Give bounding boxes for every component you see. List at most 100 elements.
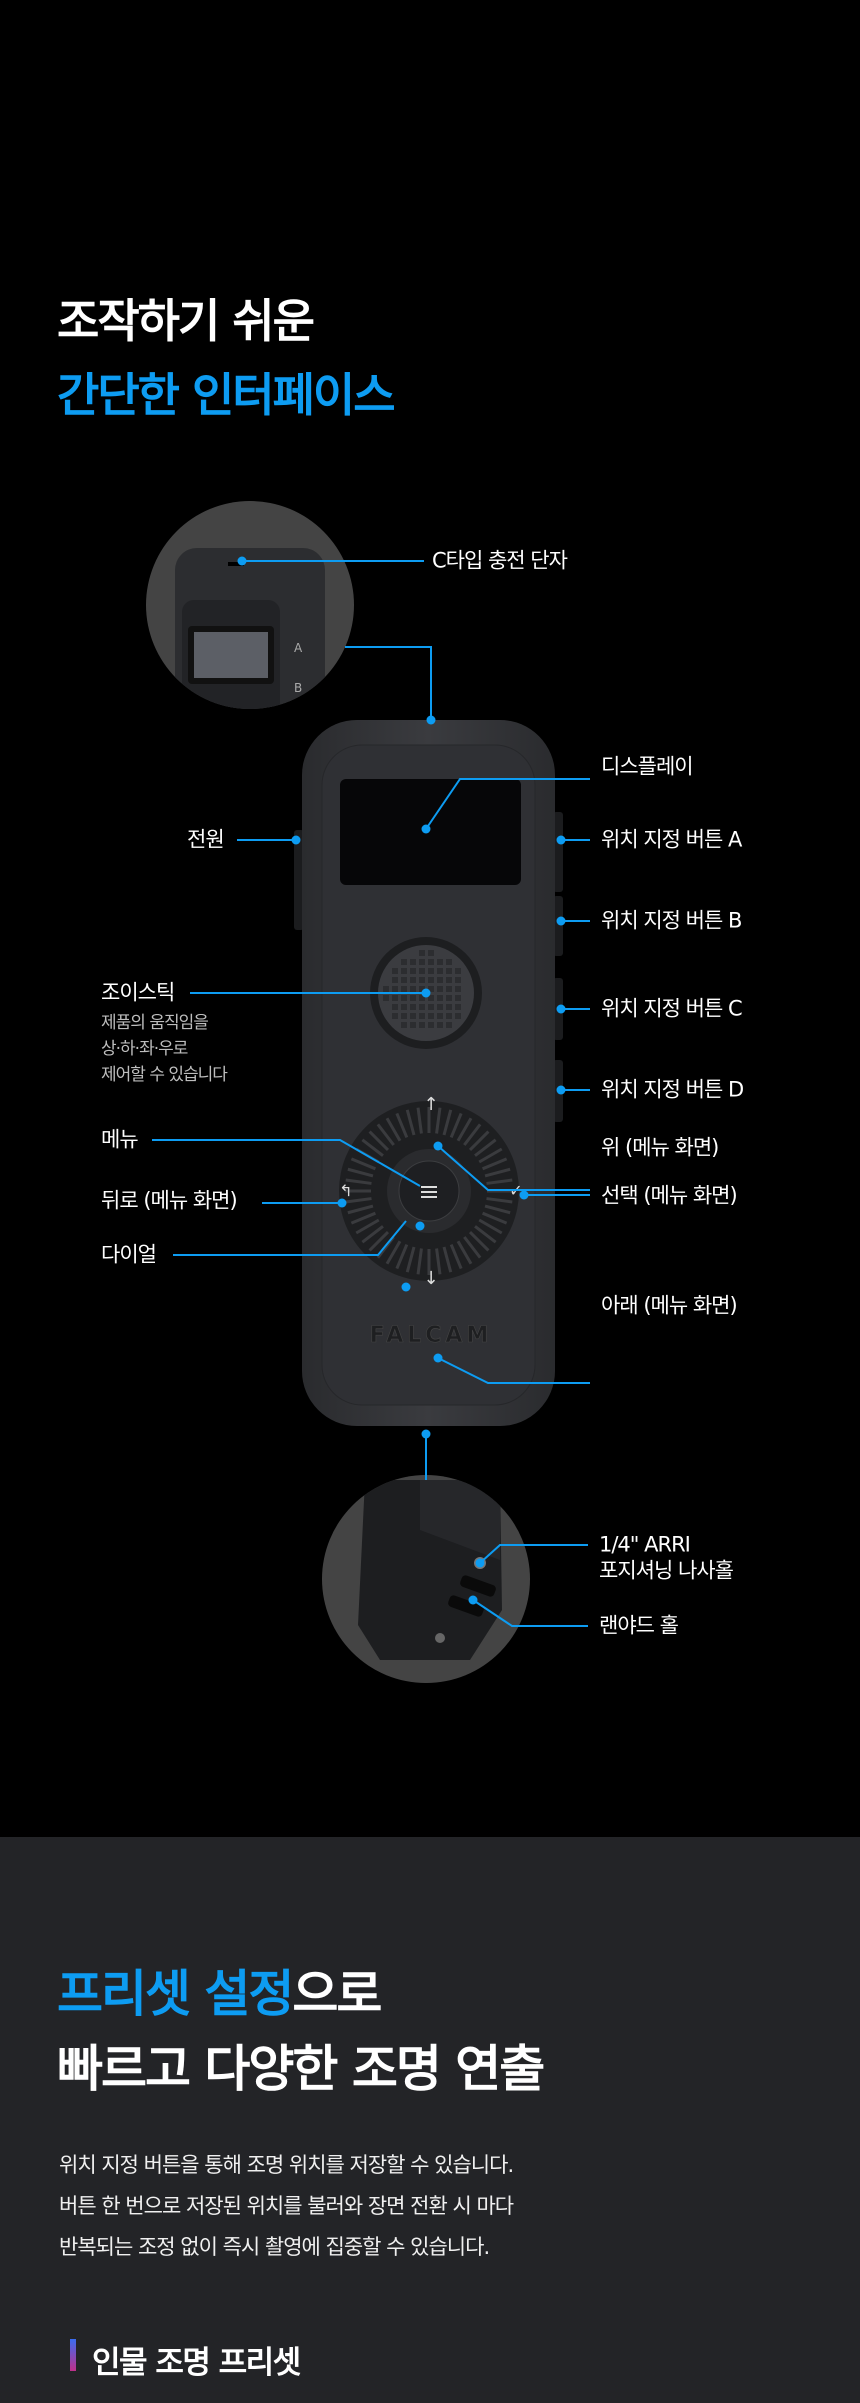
joystick-texture (446, 986, 452, 992)
dial-ridge (456, 1117, 473, 1142)
dial-ridge (482, 1157, 508, 1171)
dial-ridge (385, 1240, 402, 1265)
joystick-texture (437, 968, 443, 974)
dial-ridge (376, 1123, 395, 1146)
dial-ridge (416, 1107, 423, 1134)
dial-ridge (478, 1147, 503, 1164)
dial-ridge (405, 1246, 416, 1273)
joystick-texture (428, 1004, 434, 1010)
joystick-texture (419, 977, 425, 983)
dial-ridge (474, 1138, 497, 1157)
dial-ridge (350, 1211, 376, 1225)
dial-ridge (347, 1204, 374, 1215)
joystick-texture (419, 968, 425, 974)
joystick-texture (401, 959, 407, 965)
down-arrow-icon: ↓ (423, 1268, 438, 1289)
label-select-text: 선택 (메뉴 화면) (601, 1183, 738, 1208)
callout-dots (237, 556, 566, 1605)
label-button-b: 위치 지정 버튼 B (601, 908, 742, 933)
joystick-texture (419, 995, 425, 1001)
joystick-texture (401, 1013, 407, 1019)
joystick-texture (446, 1004, 452, 1010)
dial-ridge (474, 1225, 497, 1244)
joystick-texture (410, 1022, 416, 1028)
dial-ridge (345, 1197, 372, 1204)
label-button-a: 위치 지정 버튼 A (601, 827, 742, 852)
joystick-texture (437, 995, 443, 1001)
dial-ridge (345, 1178, 372, 1185)
joystick-texture (437, 1022, 443, 1028)
joystick-texture (392, 1013, 398, 1019)
usb-c-closeup: A B (146, 501, 354, 709)
joystick-texture (428, 986, 434, 992)
joystick-texture (437, 959, 443, 965)
section-title-line1: 조작하기 쉬운 (57, 294, 315, 348)
joystick-texture (428, 995, 434, 1001)
label-up-text: 위 (메뉴 화면) (601, 1135, 719, 1160)
joystick-texture (410, 986, 416, 992)
joystick-texture (419, 959, 425, 965)
joystick-texture (410, 977, 416, 983)
joystick-texture (401, 977, 407, 983)
preset-title-line2: 빠르고 다양한 조명 연출 (57, 2040, 545, 2098)
joystick-description: 제품의 움직임을 상·하·좌·우로 제어할 수 있습니다 (101, 1010, 228, 1088)
label-arri-line2: 포지셔닝 나사홀 (599, 1558, 734, 1583)
brand-logo: FALCAM (370, 1323, 493, 1348)
dial-ridge (486, 1197, 513, 1204)
joystick-texture (401, 995, 407, 1001)
description-line: 버튼 한 번으로 저장된 위치를 불러와 장면 전환 시 마다 (59, 2194, 514, 2218)
joystick-texture (392, 986, 398, 992)
display-screen (340, 779, 521, 885)
dial-ridge (442, 1109, 453, 1136)
joystick-texture (410, 959, 416, 965)
joystick-texture (446, 968, 452, 974)
joystick-texture (392, 995, 398, 1001)
description-line: 반복되는 조정 없이 즉시 촬영에 집중할 수 있습니다. (59, 2235, 490, 2259)
label-power: 전원 (187, 827, 225, 852)
heading-accent-bar (70, 2339, 76, 2371)
label-button-d: 위치 지정 버튼 D (601, 1077, 744, 1102)
joystick-texture (437, 1013, 443, 1019)
joystick-texture (437, 1004, 443, 1010)
dial-ridge (478, 1218, 503, 1235)
joystick-texture (428, 959, 434, 965)
joystick-texture (446, 995, 452, 1001)
dial-ridge (463, 1236, 482, 1259)
joystick-texture (419, 950, 425, 956)
dial-ridge (416, 1248, 423, 1275)
preset-section: 프리셋 설정으로 빠르고 다양한 조명 연출 (0, 1837, 860, 2403)
label-lanyard: 랜야드 홀 (599, 1613, 679, 1638)
preset-title-highlight: 프리셋 설정 (57, 1965, 294, 2023)
back-icon: ↰ (339, 1181, 352, 1200)
dial-ridge (405, 1109, 416, 1136)
dial-ridge (482, 1211, 508, 1225)
joystick-texture (428, 950, 434, 956)
joystick-texture (383, 995, 389, 1001)
up-arrow-icon: ↑ (423, 1094, 438, 1115)
joystick-texture (401, 1004, 407, 1010)
label-menu: 메뉴 (101, 1127, 139, 1152)
preset-heading: 인물 조명 프리셋 (92, 2345, 301, 2381)
joystick-texture (455, 995, 461, 1001)
dial-ridge (361, 1138, 384, 1157)
joystick-texture (428, 977, 434, 983)
dial-ridge (449, 1244, 463, 1270)
joystick-texture (455, 1013, 461, 1019)
dial-ridge (484, 1204, 511, 1215)
joystick-texture (401, 968, 407, 974)
device-diagram: A B ↑ ↓ ↰ ✓ FALCAM (146, 501, 590, 1683)
joystick-desc-line: 제어할 수 있습니다 (101, 1065, 228, 1085)
joystick-desc-line: 상·하·좌·우로 (101, 1039, 188, 1059)
label-back: 뒤로 (메뉴 화면) (101, 1188, 238, 1213)
joystick-texture (446, 1013, 452, 1019)
joystick-texture (428, 1013, 434, 1019)
dial-ridge (468, 1130, 490, 1152)
joystick-texture (419, 1022, 425, 1028)
dial-ridge (449, 1112, 463, 1138)
dial-ridge (368, 1130, 390, 1152)
joystick-desc-line: 제품의 움직임을 (101, 1013, 209, 1033)
label-down: 아래 (메뉴 화면) (601, 1293, 738, 1318)
bottom-closeup (322, 1475, 530, 1683)
joystick-texture (410, 1004, 416, 1010)
dial-ridge (463, 1123, 482, 1146)
